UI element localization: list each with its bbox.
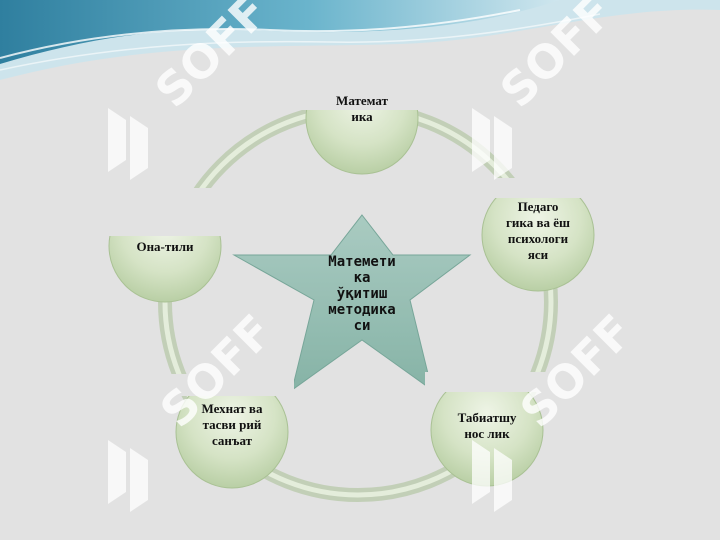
center-label: Матемети ка ўқитиш методика си [307,254,417,334]
node-label-line: ика [351,109,373,124]
center-star [232,214,472,392]
watermark-logo [472,108,512,180]
node-tabiatshunoslik [425,372,549,487]
watermark-logo [472,440,512,512]
node-label-line: тасви рий [202,417,262,432]
center-label-line: Матемети [328,254,396,270]
node-label-line: санъат [211,433,253,448]
node-label-line: Математ [336,93,388,108]
node-label-line: Табиатшу [457,410,517,425]
node-label-line: Педаго [517,199,559,214]
center-label-line: си [353,318,371,334]
node-label-mehnat: Мехнат ва тасви рий санъат [180,401,284,449]
node-label-line: Она-тили [136,239,194,254]
node-ona-tili [103,188,227,303]
node-matematika [300,60,424,175]
center-label-line: ка [353,270,371,286]
node-label-matematika: Математ ика [312,93,412,125]
node-label-tabiatshunoslik: Табиатшу нос лик [437,410,537,442]
center-label-line: методика [328,302,396,318]
center-label-line: ўқитиш [336,286,388,302]
node-label-line: нос лик [464,426,510,441]
node-label-line: Мехнат ва [201,401,263,416]
node-pedagogika [476,178,600,292]
node-label-ona-tili: Она-тили [112,239,218,255]
watermark-logos [108,108,512,512]
node-label-pedagogika: Педаго гика ва ёш психологи яси [492,199,584,263]
node-label-line: психологи [507,231,569,246]
node-mehnat [170,374,294,489]
watermark-logo [108,440,148,512]
header-wave [0,0,720,80]
watermark-logo [108,108,148,180]
node-label-line: гика ва ёш [506,215,570,230]
node-label-line: яси [527,247,549,262]
